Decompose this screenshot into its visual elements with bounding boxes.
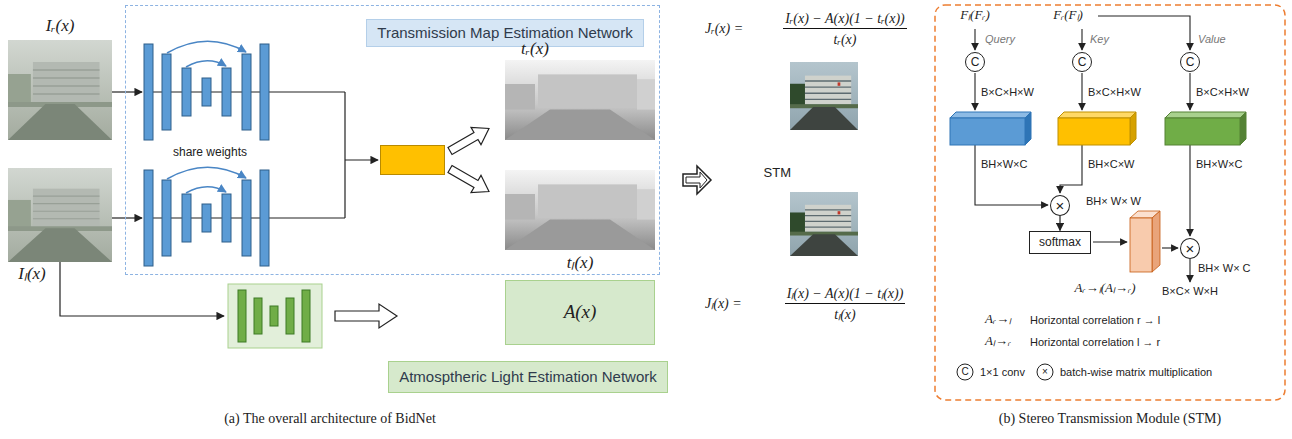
equation-numerator: Iₗ(x) − A(x)(1 − tₗ(x)) (785, 286, 906, 304)
legend-text: Horizontal correlation l → r (1030, 336, 1160, 349)
image-label: Iᵣ(x) (46, 16, 75, 36)
subfigure-caption: (b) Stereo Transmission Module (STM) (999, 411, 1221, 428)
note: share weights (173, 145, 247, 159)
network-label-box: Atmosptheric Light Estimation Network (388, 361, 668, 393)
tensor-shape: BH×W×C (981, 158, 1027, 171)
connector-arrow (1059, 216, 1060, 231)
conv-circle: C (1180, 52, 1200, 72)
network-region: Transmission Map Estimation NetworkSTM (125, 5, 660, 275)
tensor-shape: BH×C×W (1088, 158, 1134, 171)
legend-text: batch-wise matrix multiplication (1060, 366, 1212, 379)
module-name: STM (764, 165, 791, 181)
tensor-shape: BH×W×C (1196, 158, 1242, 171)
math-symbol: A(x) (564, 301, 597, 324)
feature-label: Fₗ(Fᵣ) (960, 7, 990, 23)
conv-symbol: C (1078, 56, 1087, 68)
legend-symbol: Aₗ→ᵣ (985, 333, 1011, 349)
equation-lhs: Jᵣ(x) = (705, 21, 743, 38)
tensor-shape: B×C×H×W (981, 86, 1034, 99)
multiply-circle: × (1050, 195, 1070, 216)
legend-symbol: Aᵣ→ₗ (985, 311, 1011, 327)
softmax-box: softmax (1029, 231, 1091, 254)
image-label: tₗ(x) (567, 253, 594, 273)
legend-text: Horizontal correlation r → l (1030, 314, 1160, 327)
tensor-shape: B×C×H×W (1196, 86, 1249, 99)
role-label: Key (1090, 33, 1109, 46)
conv-circle: C (965, 52, 985, 72)
role-label: Value (1198, 33, 1226, 46)
subfigure-caption: (a) The overall architecture of BidNet (224, 411, 436, 428)
conv-symbol: C (971, 56, 980, 68)
conv-symbol: C (1186, 56, 1195, 68)
output-box: A(x) (505, 280, 655, 345)
image-label: tᵣ(x) (521, 39, 549, 59)
multiply-circle: × (1180, 238, 1200, 259)
legend-symbol: C (961, 367, 968, 377)
tensor-shape: BH× W× C (1198, 262, 1251, 275)
tensor-shape: B×C×H×W (1088, 86, 1141, 99)
feature-label: Fᵣ(Fₗ) (1053, 7, 1083, 23)
equation-numerator: Iᵣ(x) − A(x)(1 − tᵣ(x)) (783, 11, 907, 29)
equation-lhs: Jₗ(x) = (705, 296, 742, 313)
tensor-shape: B×C× W×H (1162, 285, 1218, 298)
multiply-symbol: × (1056, 198, 1065, 213)
multiply-symbol: × (1186, 241, 1195, 256)
legend-symbol: × (1042, 367, 1048, 377)
attention-label: Aᵣ→ₗ(Aₗ→ᵣ) (1075, 280, 1136, 296)
operation-name: softmax (1039, 235, 1081, 249)
legend-text: 1×1 conv (980, 366, 1025, 379)
equation-denominator: tᵣ(x) (834, 32, 857, 49)
tensor-shape: BH× W× W (1086, 195, 1141, 208)
module-box: STM (380, 145, 445, 175)
equation-denominator: tₗ(x) (834, 307, 855, 324)
image-label: Iₗ(x) (18, 264, 46, 284)
network-title: Atmosptheric Light Estimation Network (399, 368, 657, 386)
role-label: Query (985, 33, 1015, 46)
conv-circle: C (1072, 52, 1092, 72)
network-title: Transmission Map Estimation Network (366, 19, 643, 47)
